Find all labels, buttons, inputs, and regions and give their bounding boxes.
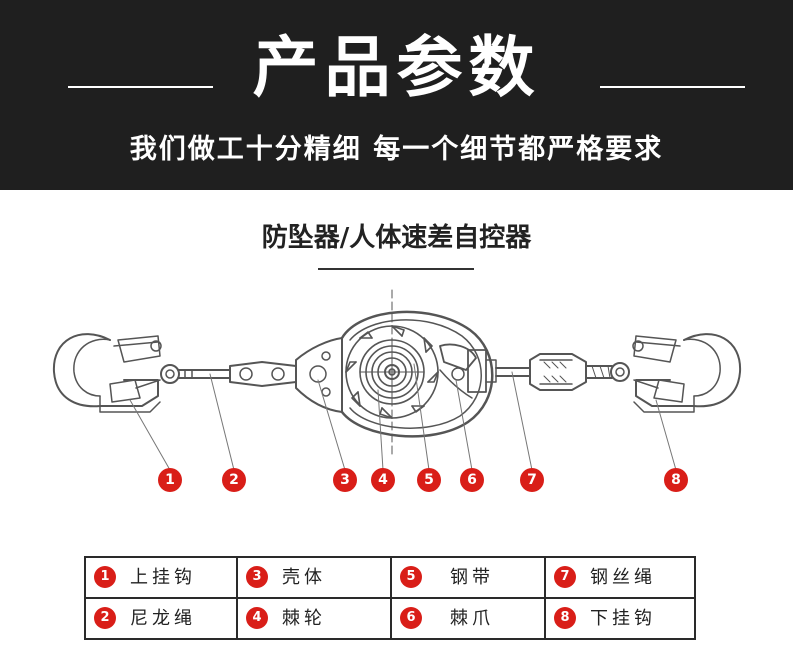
- legend-label: 壳体: [282, 567, 326, 588]
- callout-7: 7: [520, 468, 544, 492]
- legend-number: 5: [400, 566, 422, 588]
- legend-number: 2: [94, 607, 116, 629]
- legend-item: 2 尼龙绳: [86, 599, 236, 638]
- legend-label: 钢带: [450, 567, 494, 588]
- callout-8: 8: [664, 468, 688, 492]
- lower-hook-drawing: [632, 333, 742, 413]
- legend-number: 3: [246, 566, 268, 588]
- legend-label: 钢丝绳: [590, 567, 656, 588]
- steel-strip-drawing: [359, 339, 425, 405]
- legend-label: 棘爪: [450, 608, 494, 629]
- callout-1: 1: [158, 468, 182, 492]
- page-subtitle: 我们做工十分精细 每一个细节都严格要求: [129, 134, 664, 165]
- legend-number: 8: [554, 607, 576, 629]
- legend-item: 3 壳体: [238, 558, 390, 597]
- legend-item: 1 上挂钩: [86, 558, 236, 597]
- legend-number: 4: [246, 607, 268, 629]
- steel-wire-rope-drawing: [495, 353, 630, 391]
- header-rule-left: [68, 86, 213, 88]
- page-title: 产品参数: [252, 29, 541, 106]
- upper-hook-drawing: [52, 333, 180, 413]
- ratchet-drawing: [345, 325, 439, 419]
- header-banner: 产品参数 我们做工十分精细 每一个细节都严格要求: [0, 0, 793, 190]
- callout-6: 6: [460, 468, 484, 492]
- legend-item: 4 棘轮: [238, 599, 390, 638]
- callout-5: 5: [417, 468, 441, 492]
- legend-item: 7 钢丝绳: [546, 558, 694, 597]
- legend-number: 1: [94, 566, 116, 588]
- callout-3: 3: [333, 468, 357, 492]
- legend-label: 尼龙绳: [130, 608, 196, 629]
- header-rule-right: [600, 86, 745, 88]
- parts-legend-table: 1 上挂钩 2 尼龙绳 3 壳体 4 棘轮 5 钢带 6 棘爪 7 钢丝绳 8 …: [84, 556, 696, 640]
- nylon-rope-drawing: [177, 361, 297, 387]
- product-title-underline: [318, 268, 474, 270]
- legend-item: 8 下挂钩: [546, 599, 694, 638]
- legend-item: 5 钢带: [392, 558, 544, 597]
- housing-drawing: [295, 289, 494, 459]
- leader-lines: [129, 363, 677, 471]
- fall-arrester-diagram: [52, 289, 742, 471]
- legend-row-divider: [86, 597, 694, 599]
- legend-number: 6: [400, 607, 422, 629]
- product-title: 防坠器/人体速差自控器: [261, 223, 532, 253]
- legend-item: 6 棘爪: [392, 599, 544, 638]
- callout-2: 2: [222, 468, 246, 492]
- legend-label: 上挂钩: [130, 567, 196, 588]
- callout-4: 4: [371, 468, 395, 492]
- legend-number: 7: [554, 566, 576, 588]
- legend-label: 下挂钩: [590, 608, 656, 629]
- legend-label: 棘轮: [282, 608, 326, 629]
